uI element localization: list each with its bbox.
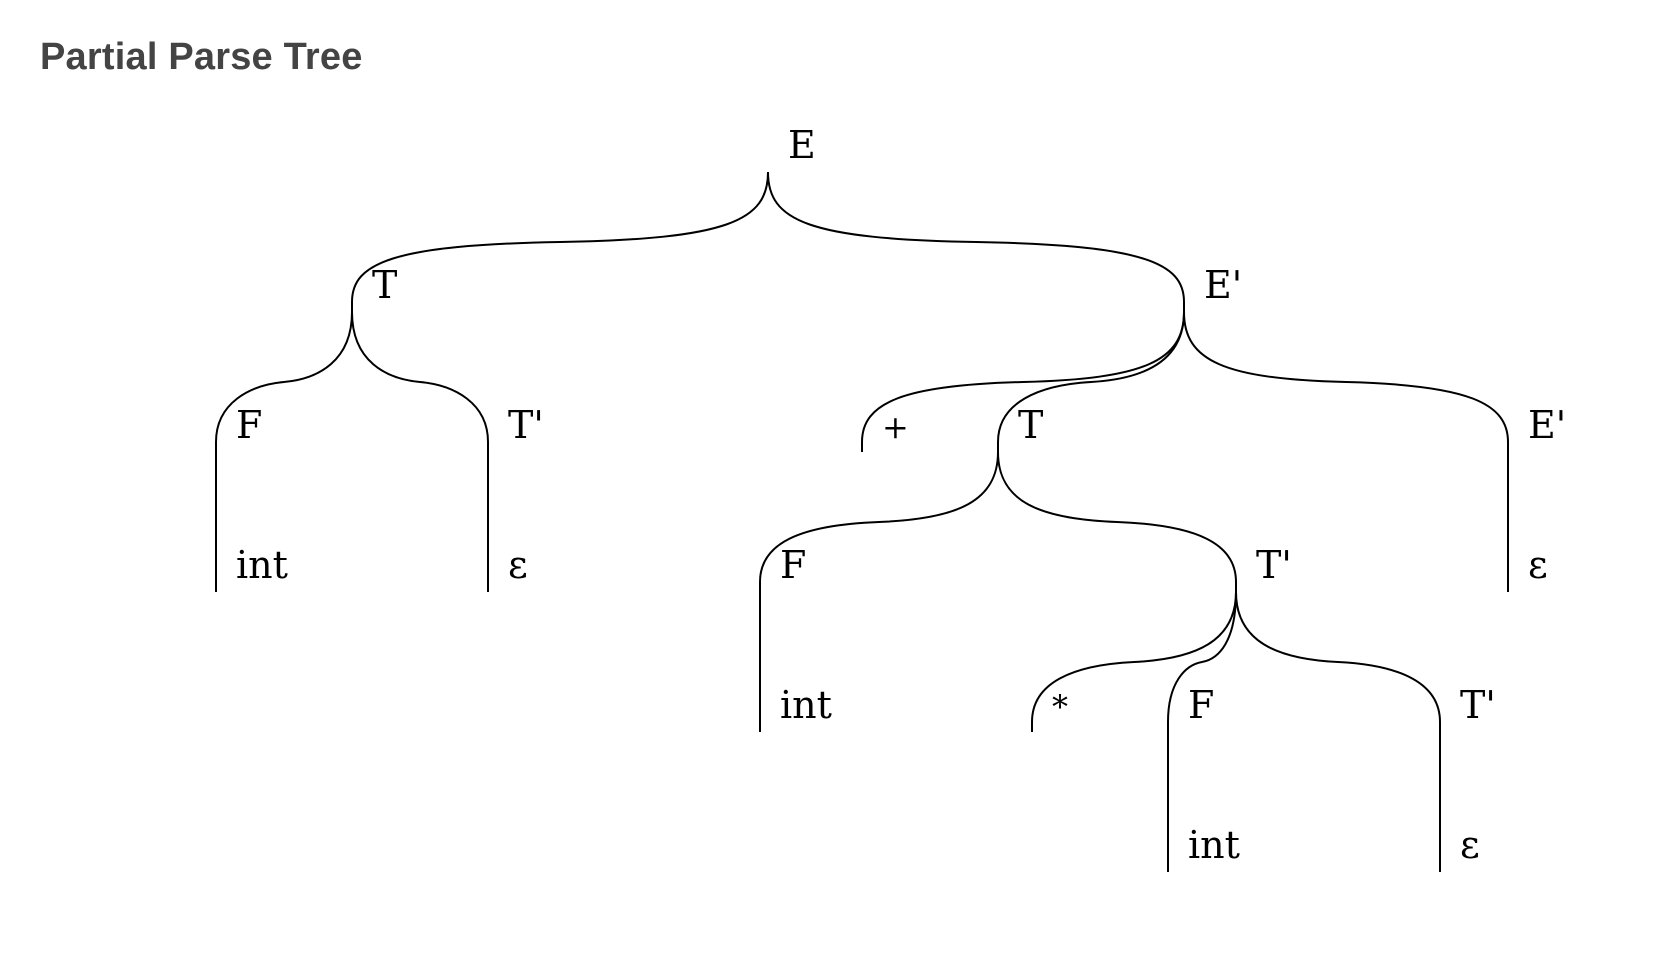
tree-node-t-prime: T'	[1460, 683, 1496, 727]
tree-edge	[759, 451, 999, 592]
tree-node-plus: +	[882, 408, 909, 446]
page-title: Partial Parse Tree	[40, 36, 363, 78]
tree-edge	[1031, 591, 1237, 732]
tree-node-epsilon: ε	[1460, 823, 1480, 867]
tree-node-e: E	[788, 123, 816, 167]
tree-node-f: F	[1188, 683, 1214, 727]
tree-node-e-prime: E'	[1204, 263, 1242, 307]
tree-node-f: F	[236, 403, 262, 447]
tree-node-int: int	[780, 683, 832, 727]
tree-edge	[351, 311, 489, 452]
tree-edges	[215, 171, 1509, 872]
tree-node-f: F	[780, 543, 806, 587]
tree-node-epsilon: ε	[1528, 543, 1548, 587]
tree-edge	[997, 451, 1237, 592]
tree-node-t-prime: T'	[1256, 543, 1292, 587]
tree-edge	[1183, 311, 1509, 452]
tree-node-t-prime: T'	[508, 403, 544, 447]
tree-node-int: int	[1188, 823, 1240, 867]
tree-node-t: T	[1018, 403, 1043, 447]
tree-edge	[767, 171, 1185, 312]
tree-node-t: T	[372, 263, 397, 307]
tree-node-e-prime: E'	[1528, 403, 1566, 447]
tree-edge	[1235, 591, 1441, 732]
tree-node-epsilon: ε	[508, 543, 528, 587]
tree-edge	[1167, 591, 1237, 732]
tree-node-int: int	[236, 543, 288, 587]
tree-edge	[997, 311, 1185, 452]
tree-edge	[215, 311, 353, 452]
tree-node-star: *	[1052, 688, 1068, 726]
tree-edge	[861, 311, 1185, 452]
tree-edge	[351, 171, 769, 312]
